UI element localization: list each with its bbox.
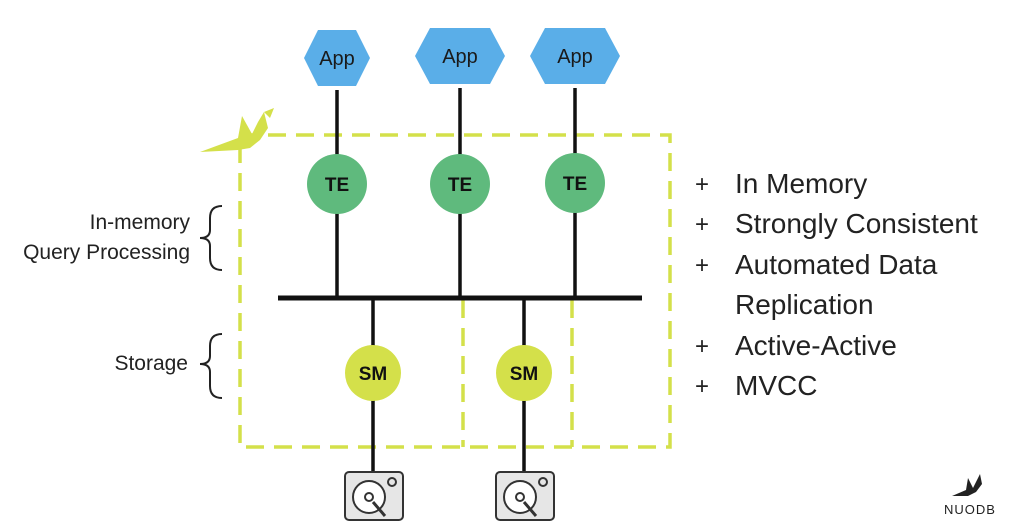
te-node-3: TE [545,153,605,213]
sm-node-2: SM [496,345,552,401]
feature-item-2: Strongly Consistent [735,208,978,239]
storage-label: Storage [114,352,188,375]
query-processing-brace [199,205,223,271]
app-label-2: App [442,46,478,68]
te-label-3: TE [563,174,587,195]
feature-item-3: Automated Data [735,249,938,280]
feature-item-1: In Memory [735,168,867,199]
feature-bullet-4: + [695,333,709,360]
sm-node-1: SM [345,345,401,401]
te-node-1: TE [307,154,367,214]
bird-logo-icon [952,474,982,496]
logo-text: NUODB [944,502,996,517]
app-label-1: App [319,48,355,70]
bird-logo-icon [200,108,274,152]
query-processing-label-line2: Query Processing [23,241,190,264]
app-label-3: App [557,46,593,68]
sm-label-1: SM [359,364,388,385]
connectors [335,88,577,472]
te-node-2: TE [430,154,490,214]
storage-brace [199,333,223,399]
app-node-1: App [304,30,370,86]
domain-box-outer [238,133,672,449]
app-node-2: App [415,28,505,84]
dashed-domain-boxes [238,133,672,449]
feature-item-5: MVCC [735,370,817,401]
feature-bullet-3: + [695,252,709,279]
app-node-3: App [530,28,620,84]
feature-list: + In Memory + Strongly Consistent + Auto… [695,168,978,401]
query-processing-label-line1: In-memory [90,211,191,234]
hard-disk-icon [344,471,404,521]
nuodb-logo: NUODB [944,474,996,517]
te-label-1: TE [325,175,349,196]
feature-bullet-5: + [695,373,709,400]
feature-item-3-cont: Replication [735,289,874,320]
feature-item-4: Active-Active [735,330,897,361]
hard-disk-icon [495,471,555,521]
te-label-2: TE [448,175,472,196]
sm-label-2: SM [510,364,539,385]
feature-bullet-1: + [695,171,709,198]
feature-bullet-2: + [695,211,709,238]
